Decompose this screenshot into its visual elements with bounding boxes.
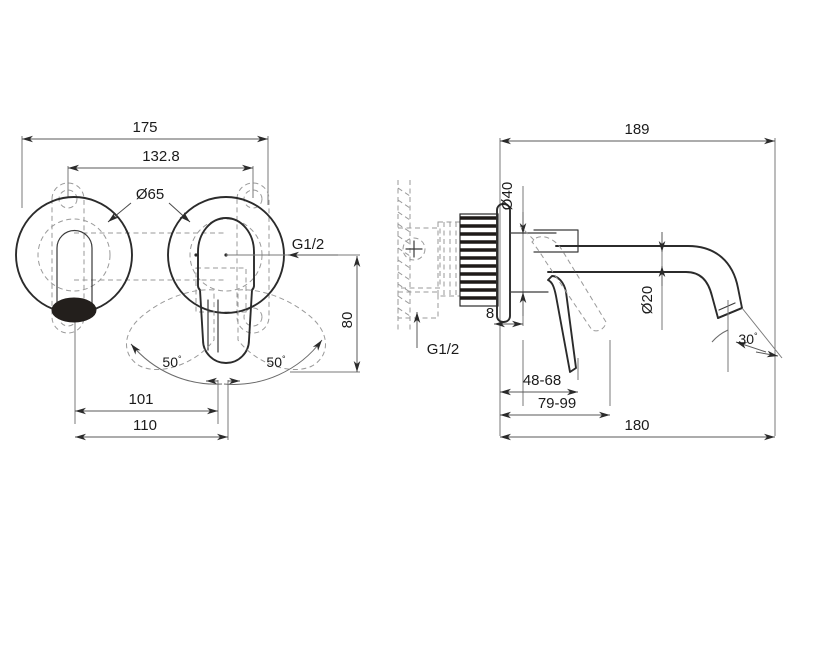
side-view-extension-lines [499, 138, 776, 436]
callout-dia20-label: Ø20 [639, 286, 656, 314]
left-escutcheon [15, 196, 133, 314]
callout-dia40-label: Ø40 [499, 182, 516, 210]
hidden-roughin-elbow [397, 180, 461, 330]
dimension-180-label: 180 [624, 417, 649, 434]
left-handle-loop [51, 229, 97, 323]
side-view-group: 189 [397, 121, 783, 441]
dimension-48-68: 48-68 [500, 372, 578, 396]
front-view-center-marks [194, 253, 292, 257]
side-thread-g12-label: G1/2 [427, 341, 460, 358]
dimension-175-label: 175 [132, 119, 157, 136]
dimension-80: 80 [339, 256, 361, 372]
dimension-79-99-label: 79-99 [538, 395, 576, 412]
callout-dia40: Ø40 [499, 182, 527, 316]
dimension-48-68-label: 48-68 [523, 372, 561, 389]
side-lever-down [547, 275, 577, 373]
callout-dia20: Ø20 [639, 232, 666, 330]
angle-left-label: 50° [162, 354, 182, 370]
dimension-132-8: 132.8 [68, 148, 253, 172]
angle-right-label: 50° [266, 354, 286, 370]
dimension-110: 110 [75, 417, 228, 441]
dimension-110-label: 110 [133, 417, 157, 434]
front-view-extension-lines [21, 136, 360, 440]
side-lever-raised-phantom [519, 225, 607, 332]
front-thread-g12-label: G1/2 [292, 236, 325, 253]
dimension-80-label: 80 [339, 312, 356, 329]
dimension-132-8-label: 132.8 [142, 148, 180, 165]
callout-dia65: Ø65 [107, 186, 191, 223]
front-lever [197, 217, 255, 364]
dimension-8: 8 [486, 305, 523, 328]
spout-body [509, 229, 743, 319]
dimension-175: 175 [22, 119, 268, 143]
dimension-189: 189 [500, 121, 775, 145]
dimension-180: 180 [500, 417, 775, 441]
front-thread-g12: G1/2 [288, 236, 338, 259]
dimension-101: 101 [75, 391, 218, 415]
dimension-189-label: 189 [624, 121, 649, 138]
angle-spout-30: 30° [711, 300, 783, 372]
side-thread-g12: G1/2 [413, 312, 460, 358]
dimension-101-label: 101 [128, 391, 153, 408]
handle-swivel-envelope [126, 289, 326, 370]
angle-arc-right: 50° [223, 339, 323, 385]
angle-spout-label: 30° [738, 331, 758, 347]
threaded-sleeve [459, 213, 499, 307]
dimension-79-99: 79-99 [500, 395, 610, 419]
dimension-8-label: 8 [486, 305, 494, 322]
front-view-group: 175 132.8 [15, 119, 361, 441]
side-escutcheon-flange [496, 203, 511, 323]
callout-dia65-label: Ø65 [136, 186, 164, 203]
